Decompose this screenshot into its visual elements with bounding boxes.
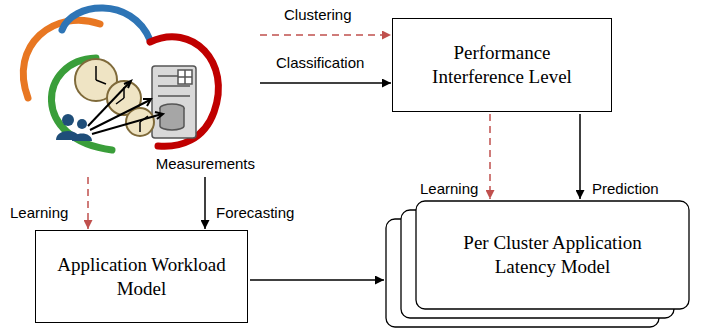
solid-arrow — [579, 114, 581, 199]
dashed-arrow — [260, 34, 391, 36]
process-box: Application Workload Model — [35, 230, 248, 323]
edge-label: Classification — [274, 54, 366, 71]
solid-arrow — [260, 82, 391, 84]
box-text: Per Cluster Application Latency Model — [442, 231, 664, 279]
measurements-node: Measurements — [40, 0, 258, 175]
node-label: Measurements — [156, 155, 255, 172]
stacked-model-box: Per Cluster Application Latency Model — [385, 200, 690, 328]
solid-arrow — [250, 279, 384, 281]
process-box: Performance Interference Level — [392, 18, 612, 112]
box-text: Performance Interference Level — [416, 41, 588, 89]
edge-label: Clustering — [282, 6, 354, 23]
solid-arrow — [204, 177, 206, 229]
edge-label: Prediction — [590, 180, 661, 197]
edge-label: Learning — [418, 180, 480, 197]
dashed-arrow — [489, 114, 491, 199]
stack-front: Per Cluster Application Latency Model — [416, 201, 689, 309]
dashed-arrow — [87, 177, 89, 229]
edge-label: Forecasting — [214, 204, 296, 221]
box-text: Application Workload Model — [44, 253, 240, 301]
edge-label: Learning — [8, 204, 70, 221]
